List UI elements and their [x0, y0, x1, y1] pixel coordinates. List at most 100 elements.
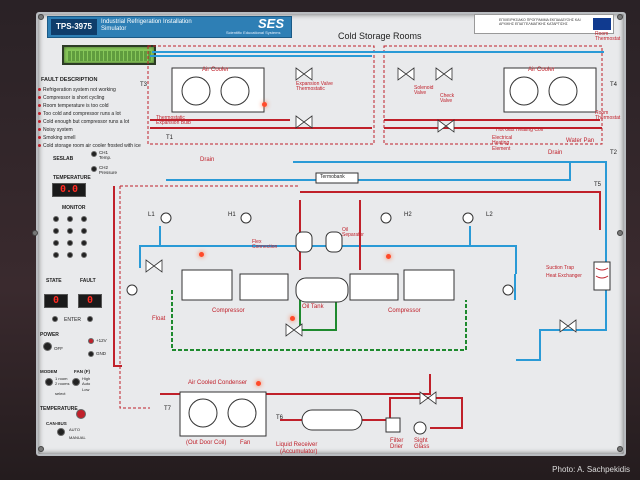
monitor-switch[interactable] [81, 228, 87, 234]
indicator-led [386, 254, 391, 259]
water-pan-label: Water Pan [566, 138, 595, 144]
panel-screw [617, 446, 623, 452]
compressor-1-label: Compressor [212, 308, 245, 314]
pressure-gauge-icon [160, 212, 172, 224]
air-cooled-condenser [179, 391, 267, 437]
oil-separator-2 [325, 231, 343, 253]
elec-heating-label: Electrical Heating Element [492, 135, 513, 152]
model-logo: TPS-3975 [51, 19, 97, 35]
main-title: Cold Storage Rooms [338, 31, 422, 41]
drain-label-2: Drain [548, 150, 563, 156]
drain-label-1: Drain [200, 157, 215, 163]
expansion-valve-icon [295, 67, 313, 81]
fan-auto-label: Auto [82, 381, 91, 386]
room-thermostat-label: Room Thermostat [595, 31, 621, 43]
air-cooler-1-fan-icon [181, 76, 211, 106]
monitor-switch[interactable] [81, 252, 87, 258]
pressure-gauge-icon [462, 212, 474, 224]
monitor-switch[interactable] [53, 216, 59, 222]
cold-room-1-boundary [147, 45, 375, 145]
hot-gas-label: Hot Gas Heating Coil [496, 127, 543, 133]
fan-label: Fan [240, 440, 251, 446]
temperature-display: 0.0 [52, 183, 86, 197]
monitor-switch[interactable] [81, 240, 87, 246]
termobank-box [315, 172, 359, 184]
state-label: STATE [46, 278, 62, 284]
brand-logo: SES [258, 16, 285, 31]
oil-tank [295, 277, 349, 303]
monitor-label: MONITOR [62, 205, 86, 211]
flex-connection-label: Flex Connection [252, 239, 278, 251]
fan-high-label: High [82, 376, 91, 381]
thermostatic-bulb-label: Thermostatic Expansion Bulb [156, 115, 191, 127]
canbus-port[interactable] [57, 428, 65, 436]
plus12v-socket[interactable] [88, 338, 94, 344]
control-wiring [119, 185, 300, 409]
oil-return-line [171, 290, 467, 351]
monitor-switch[interactable] [53, 252, 59, 258]
suction-line-top [150, 51, 604, 57]
auto-label: AUTO [69, 427, 81, 432]
photo-credit: Photo: A. Sachpekidis [552, 465, 630, 474]
fault-display-label: FAULT [80, 278, 96, 284]
one-room-label: 1 room [55, 376, 68, 381]
enter-label: ENTER [64, 317, 81, 323]
gnd-socket[interactable] [88, 351, 94, 357]
temperature-knob[interactable] [76, 409, 86, 419]
check-valve-icon [435, 67, 453, 81]
t7-label: T7 [164, 406, 172, 412]
cold-room-2-boundary [383, 45, 603, 145]
condenser-label: Air Cooled Condenser [188, 380, 248, 386]
header-title-line2: Simulator [101, 26, 127, 32]
monitor-switch[interactable] [81, 216, 87, 222]
monitor-switch[interactable] [67, 216, 73, 222]
air-cooler-1-label: Air Cooler [202, 67, 229, 73]
ch1-label: CH1 Temp. [99, 150, 112, 160]
l2-label: L2 [486, 212, 493, 218]
fault-item: Cold storage room air cooler frosted wit… [38, 143, 141, 149]
heat-exchanger-coil [595, 267, 609, 279]
temperature-label: TEMPERATURE [53, 175, 91, 181]
pressure-gauge-icon [380, 212, 392, 224]
monitor-switch[interactable] [53, 228, 59, 234]
check-valve-label: Check Valve [440, 93, 455, 105]
brand-subtitle: Scientific Educational Systems [226, 30, 281, 35]
l1-label: L1 [148, 212, 155, 218]
suction-branches [159, 226, 516, 300]
suction-line-mid [166, 162, 571, 181]
pressure-gauge-icon [240, 212, 252, 224]
room-mode-switch[interactable] [45, 378, 53, 386]
fan-mode-switch[interactable] [72, 378, 80, 386]
fault-item: Smoking smell [38, 135, 76, 141]
power-switch[interactable] [43, 342, 52, 351]
t6-label: T6 [276, 415, 284, 421]
fault-button[interactable] [87, 316, 93, 322]
accumulator-label: (Accumulator) [280, 449, 318, 455]
compressor-2-label: Compressor [388, 308, 421, 314]
canbus-label: CAN-BUS [46, 421, 67, 426]
state-button[interactable] [52, 316, 58, 322]
monitor-switch[interactable] [67, 240, 73, 246]
solenoid-valve-icon [397, 67, 415, 81]
filter-drier-label: Filter Drier [390, 438, 404, 451]
bottom-temperature-label: TEMPERATURE [40, 406, 78, 412]
monitor-switch[interactable] [67, 252, 73, 258]
air-cooler-2-fan-icon [548, 76, 578, 106]
h1-label: H1 [228, 212, 236, 218]
pressure-gauge-icon [126, 284, 138, 296]
air-cooler-2-label: Air Cooler [528, 67, 555, 73]
plus12v-label: +12V [96, 338, 107, 343]
oil-separator-1 [295, 231, 313, 253]
ch2-socket[interactable] [91, 166, 97, 172]
fault-item: Room temperature is too cold [38, 103, 109, 109]
monitor-switch[interactable] [67, 228, 73, 234]
gauge-group [126, 212, 514, 296]
monitor-switch[interactable] [53, 240, 59, 246]
state-display: 0 [44, 294, 68, 308]
two-rooms-label: 2 rooms [55, 381, 70, 386]
power-label: POWER [40, 332, 59, 338]
valve-group [145, 67, 577, 405]
gnd-label: GND [96, 351, 106, 356]
filter-drier [385, 417, 401, 433]
ch1-socket[interactable] [91, 151, 97, 157]
